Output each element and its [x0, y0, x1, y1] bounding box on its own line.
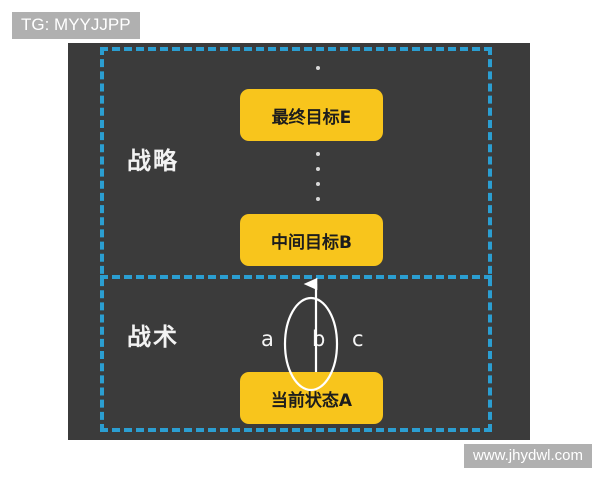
- dashed-section-divider: [100, 275, 492, 279]
- dashed-outer-frame: [100, 47, 492, 432]
- branch-label-b: b: [312, 327, 326, 351]
- node-intermediate-goal-b[interactable]: 中间目标B: [240, 214, 383, 266]
- branch-label-c: c: [352, 327, 364, 351]
- section-label-strategy: 战略: [127, 147, 179, 175]
- section-label-tactics: 战术: [127, 323, 179, 351]
- watermark-bottom-right: www.jhydwl.com: [463, 444, 592, 468]
- connector-dot: [316, 167, 320, 171]
- connector-dot: [316, 197, 320, 201]
- connector-dot: [316, 66, 320, 70]
- watermark-top-left: TG: MYYJJPP: [12, 12, 140, 39]
- branch-label-a: a: [261, 327, 274, 351]
- node-current-state-a[interactable]: 当前状态A: [240, 372, 383, 424]
- node-final-goal-e[interactable]: 最终目标E: [240, 89, 383, 141]
- connector-dot: [316, 182, 320, 186]
- connector-dot: [316, 152, 320, 156]
